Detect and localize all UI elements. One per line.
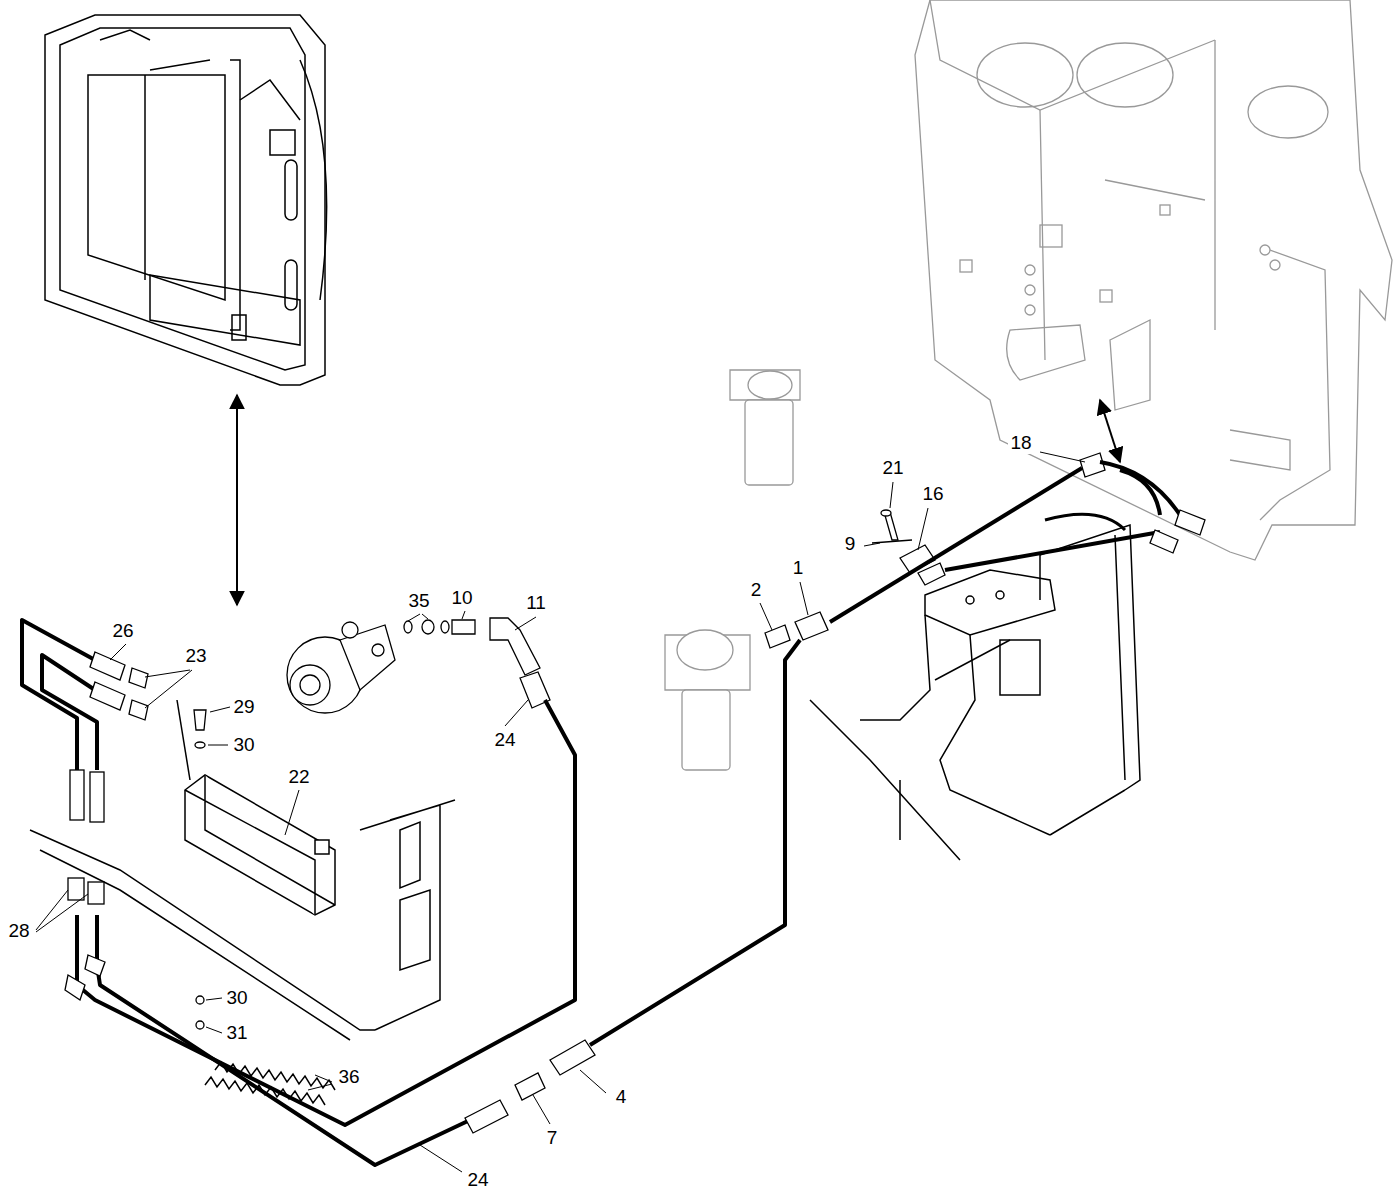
leader-line <box>36 452 1085 1172</box>
hose <box>22 462 1180 1165</box>
callout-number: 22 <box>286 766 311 788</box>
callout-number: 9 <box>843 533 858 555</box>
callout-number: 35 <box>406 590 431 612</box>
hose-fitting <box>65 510 1205 1133</box>
callout-number: 7 <box>545 1127 560 1149</box>
radiator <box>45 15 327 385</box>
callout-number: 16 <box>920 483 945 505</box>
callout-number: 36 <box>336 1066 361 1088</box>
spiral-wrap <box>205 1062 335 1105</box>
oil-cooler <box>177 700 335 915</box>
callout-number: 31 <box>224 1022 249 1044</box>
callout-number: 28 <box>6 920 31 942</box>
callout-number: 30 <box>224 987 249 1009</box>
callout-number: 11 <box>524 592 548 614</box>
callout-number: 21 <box>880 457 905 479</box>
callout-number: 29 <box>231 696 256 718</box>
callout-number: 23 <box>183 645 208 667</box>
fuel-filter <box>665 630 750 770</box>
callout-number: 24 <box>492 729 517 751</box>
fuel-pump <box>287 622 395 713</box>
callout-number: 24 <box>465 1169 490 1191</box>
chassis-frame <box>915 0 1392 560</box>
clamp <box>872 453 1105 585</box>
frame-section <box>810 525 1140 860</box>
callout-number: 1 <box>791 557 806 579</box>
callout-number: 2 <box>749 579 764 601</box>
callout-number: 18 <box>1008 432 1033 454</box>
fitting <box>404 618 550 708</box>
callout-number: 10 <box>449 587 474 609</box>
fuel-filter <box>730 370 800 485</box>
callout-number: 30 <box>231 734 256 756</box>
callout-number: 4 <box>614 1086 629 1108</box>
callout-number: 26 <box>110 620 135 642</box>
